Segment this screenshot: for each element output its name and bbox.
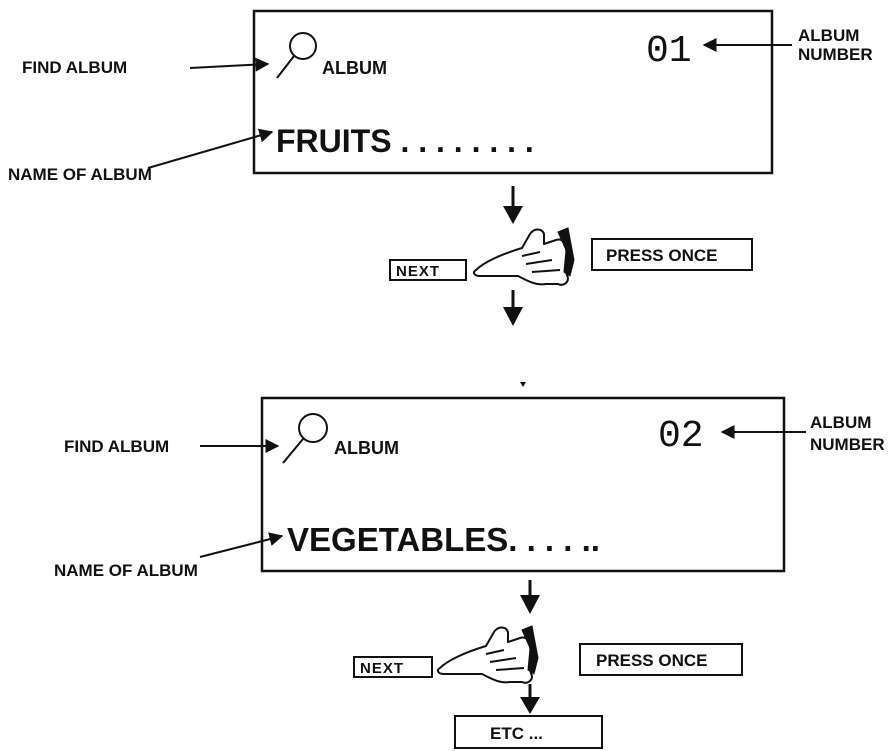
album-number-label-line2: NUMBER [798, 45, 873, 64]
etc-label: ETC ... [490, 724, 543, 743]
album-word: ALBUM [322, 58, 387, 78]
album-number-label-line1: ALBUM [810, 413, 871, 432]
album-number-label-line1: ALBUM [798, 26, 859, 45]
etc-box [454, 715, 603, 749]
lcd-display-2 [260, 396, 786, 573]
search-icon [282, 413, 328, 464]
find-album-label: FIND ALBUM [64, 437, 169, 456]
name-of-album-pointer [199, 532, 284, 558]
find-album-pointer [189, 57, 270, 72]
search-icon [276, 32, 317, 79]
pointing-hand-icon [436, 625, 539, 684]
next-button [353, 656, 433, 678]
press-once-label: PRESS ONCE [596, 651, 707, 670]
down-arrow-icon [520, 580, 540, 614]
album-number-display: 02 [658, 415, 704, 458]
album-number-label-line2: NUMBER [810, 435, 885, 454]
name-of-album-label: NAME OF ALBUM [8, 165, 152, 184]
down-arrow-icon [520, 684, 540, 714]
next-button-label: NEXT [396, 263, 440, 280]
lcd-display-1 [252, 9, 774, 175]
down-arrow-icon [503, 186, 523, 224]
press-once-box [591, 238, 753, 271]
separator-tick [520, 382, 526, 387]
album-name: VEGETABLES. . . . .. [287, 521, 600, 558]
album-word: ALBUM [334, 438, 399, 458]
step-1: ALBUM 01 FRUITS . . . . . . . . FIND ALB… [8, 9, 873, 326]
step-2: ALBUM 02 VEGETABLES. . . . .. FIND ALBUM… [54, 396, 885, 749]
next-button [389, 259, 467, 281]
pointing-hand-icon [472, 227, 575, 286]
press-once-box [579, 643, 743, 676]
next-button-label: NEXT [360, 660, 404, 677]
press-once-label: PRESS ONCE [606, 246, 717, 265]
album-name: FRUITS . . . . . . . . [276, 123, 534, 159]
down-arrow-icon [503, 290, 523, 326]
album-number-display: 01 [646, 30, 692, 73]
find-album-label: FIND ALBUM [22, 58, 127, 77]
name-of-album-pointer [147, 128, 274, 169]
name-of-album-label: NAME OF ALBUM [54, 561, 198, 580]
